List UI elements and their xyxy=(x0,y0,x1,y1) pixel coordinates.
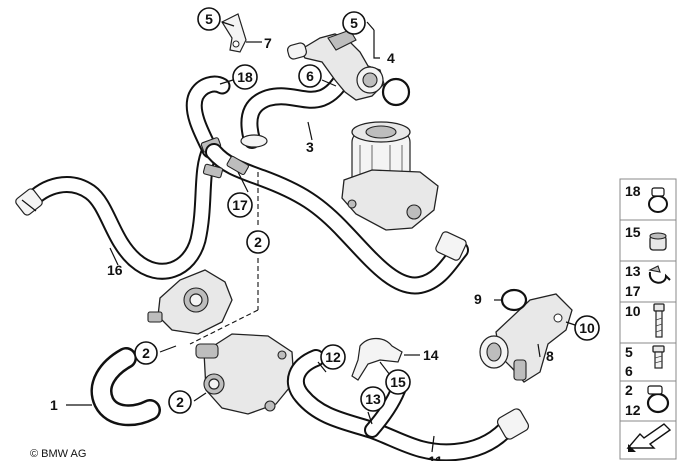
callout-2-text: 2 xyxy=(254,234,262,250)
hose-17 xyxy=(202,143,469,295)
legend-label: 15 xyxy=(625,224,641,240)
label-8: 8 xyxy=(546,348,554,364)
legend-label: 12 xyxy=(625,402,641,418)
legend-label: 17 xyxy=(625,283,641,299)
callout-6-text: 6 xyxy=(306,68,314,84)
spring-clip-icon xyxy=(648,265,671,284)
hose-11 xyxy=(286,349,530,461)
legend-row-arrow xyxy=(619,420,677,460)
callout-12-text: 12 xyxy=(325,349,341,365)
copyright-text: © BMW AG xyxy=(30,448,86,460)
callout-10-text: 10 xyxy=(579,320,595,336)
callout-18-text: 18 xyxy=(237,69,253,85)
callout-15: 15 xyxy=(385,369,411,395)
label-14: 14 xyxy=(423,347,439,363)
seal-ring-9 xyxy=(500,288,528,312)
grommet-icon xyxy=(649,232,667,251)
legend-row-18: 18 xyxy=(619,178,677,221)
hose-clamp-icon xyxy=(648,187,668,213)
legend-row-5-6: 5 6 xyxy=(619,342,677,382)
legend-label: 2 xyxy=(625,382,633,398)
callout-2-center: 2 xyxy=(246,230,270,254)
bolt-icon xyxy=(653,303,665,338)
callout-17: 17 xyxy=(227,192,253,218)
direction-arrow-icon xyxy=(626,423,672,452)
callout-5-text: 5 xyxy=(205,11,213,27)
legend-label: 5 xyxy=(625,344,633,360)
label-1: 1 xyxy=(50,397,58,413)
callout-6: 6 xyxy=(298,64,322,88)
thermostat-housing xyxy=(287,29,385,101)
parts-legend: 18 15 13 17 10 xyxy=(619,178,677,460)
hose-16 xyxy=(15,141,219,280)
legend-label: 10 xyxy=(625,303,641,319)
hose-18-upper xyxy=(185,75,231,159)
callout-17-text: 17 xyxy=(232,197,248,213)
bracket-14 xyxy=(351,337,403,381)
label-7: 7 xyxy=(264,35,272,51)
legend-label: 18 xyxy=(625,183,641,199)
callout-13: 13 xyxy=(360,386,386,412)
callout-15-text: 15 xyxy=(390,374,406,390)
callout-2-bottom: 2 xyxy=(168,390,192,414)
callout-5-text: 5 xyxy=(350,15,358,31)
hose-3 xyxy=(240,63,357,149)
callout-10: 10 xyxy=(574,315,600,341)
seal-ring-4 xyxy=(381,77,411,107)
legend-row-2-12: 2 12 xyxy=(619,380,677,422)
leader-lines xyxy=(66,21,579,453)
callout-5-top-left: 5 xyxy=(197,7,221,31)
legend-row-15: 15 xyxy=(619,219,677,262)
callout-13-text: 13 xyxy=(365,391,381,407)
water-pump-lower xyxy=(195,333,295,415)
worm-clamp-icon xyxy=(646,385,670,414)
callout-12: 12 xyxy=(320,344,346,370)
legend-label: 13 xyxy=(625,263,641,279)
bracket-7 xyxy=(221,13,247,53)
flange-bolt-icon xyxy=(652,345,665,369)
label-4: 4 xyxy=(387,50,395,66)
hose-1 xyxy=(90,347,161,427)
legend-row-10: 10 xyxy=(619,301,677,344)
label-3: 3 xyxy=(306,139,314,155)
callout-2-text: 2 xyxy=(142,345,150,361)
callout-2-text: 2 xyxy=(176,394,184,410)
callout-18: 18 xyxy=(232,64,258,90)
legend-label: 6 xyxy=(625,363,633,379)
legend-row-13-17: 13 17 xyxy=(619,260,677,303)
label-9: 9 xyxy=(474,291,482,307)
callout-5-top-right: 5 xyxy=(342,11,366,35)
coolant-flange-8 xyxy=(479,293,573,383)
oil-filter-housing xyxy=(341,121,439,231)
label-11: 11 xyxy=(428,453,443,461)
water-pump-upper xyxy=(147,269,233,335)
label-16: 16 xyxy=(107,262,123,278)
callout-2-left: 2 xyxy=(134,341,158,365)
